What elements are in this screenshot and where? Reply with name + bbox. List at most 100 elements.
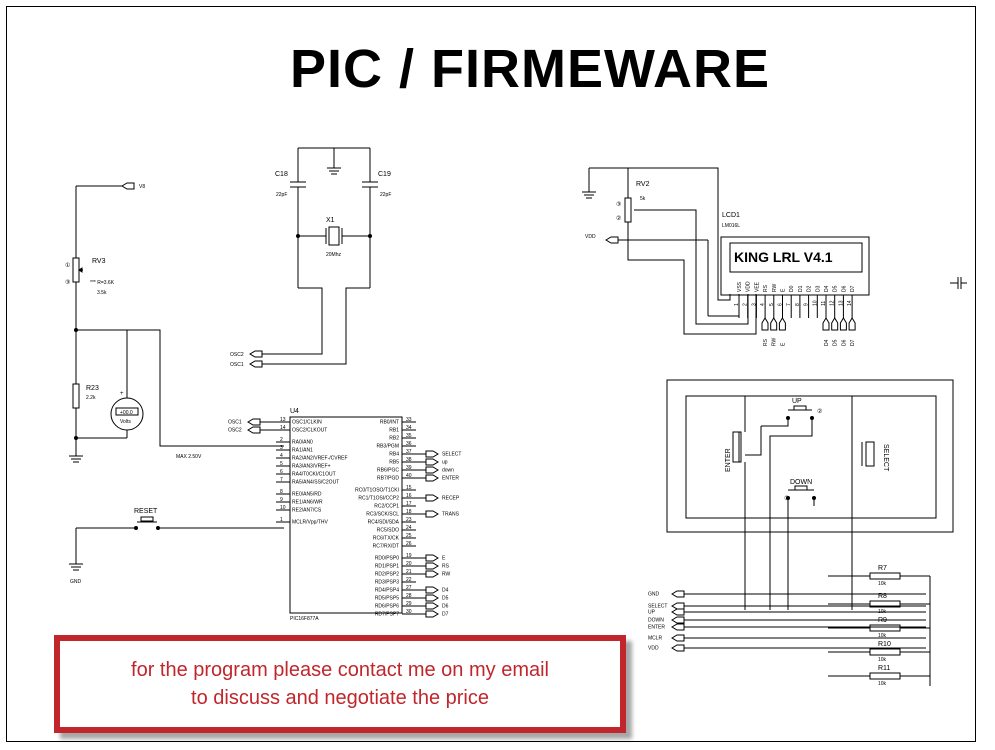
lcd-pin-number: 11 [821, 301, 827, 306]
net-flag [425, 450, 439, 458]
lcd-pin-name: D2 [807, 285, 813, 292]
u4-pin-number: 27 [406, 585, 412, 591]
contact-note: for the program please contact me on my … [54, 635, 626, 733]
u4-pin-number: 8 [280, 489, 283, 495]
lcd-pin-number: 3 [751, 303, 757, 306]
btn-down-label: DOWN [790, 479, 812, 486]
u4-pin-name: RD3/PSP3 [375, 580, 399, 586]
lcd-pin-name: RS [763, 284, 769, 292]
right-net-label: DOWN [648, 618, 664, 624]
u4-pin-number: 28 [406, 593, 412, 599]
contact-note-line2: to discuss and negotiate the price [191, 687, 489, 709]
right-net-label: VDD [648, 646, 659, 652]
lcd-bottom-net: D7 [850, 339, 856, 346]
oscillator-circuit: C18 22pF C19 22pF X1 20Mhz OSC2 OSC1 [230, 147, 391, 368]
u4-right-net: D5 [442, 596, 449, 602]
lcd-bottom-net: D5 [833, 339, 839, 346]
btn-up-label: UP [792, 398, 802, 405]
button-panel: UP DOWN ENTER SELECT ② ② [666, 379, 954, 610]
net-flag [671, 590, 685, 598]
net-flag [247, 418, 261, 426]
u4-pin-number: 7 [280, 477, 283, 483]
u4-pin-name: RD2/PSP2 [375, 572, 399, 578]
svg-text:③: ③ [616, 201, 621, 208]
net-flag [425, 602, 439, 610]
u4-pin-number: 21 [406, 569, 412, 575]
right-net-label: GND [648, 592, 660, 598]
resistor-body [869, 624, 901, 632]
u4-pin-number: 36 [406, 441, 412, 447]
u4-pin-name: RC7/RX/DT [373, 544, 399, 550]
net-flag [425, 562, 439, 570]
lcd-pin-number: 1 [734, 303, 740, 306]
lcd-pin-name: D6 [841, 285, 847, 292]
u4-pin-number: 6 [280, 469, 283, 475]
u4-pin-number: 17 [406, 501, 412, 507]
lcd-pin-number: 4 [760, 303, 766, 306]
u4-pin-number: 22 [406, 577, 412, 583]
lcd-bottom-net: RS [763, 338, 769, 346]
u4-pin-name: RB1 [389, 428, 399, 434]
u4-pin-number: 18 [406, 509, 412, 515]
lcd-part: LM016L [722, 223, 740, 229]
meter-reading: +00.0 [120, 410, 133, 416]
net-flag [671, 616, 685, 624]
u4-pin-name: RA4/T0CKI/C1OUT [292, 472, 336, 478]
svg-text:+: + [120, 391, 124, 397]
reset-label: RESET [134, 508, 158, 515]
u4-right-net: RS [442, 564, 450, 570]
u4-right-net: E [442, 556, 446, 562]
c18-value: 22pF [276, 192, 287, 198]
lcd-pin-name: VSS [737, 281, 743, 292]
net-flag [425, 494, 439, 502]
u4-pin-number: 16 [406, 493, 412, 499]
lcd-pin-number: 9 [804, 303, 810, 306]
osc1-net: OSC1 [230, 362, 244, 368]
right-net-label: ENTER [648, 625, 665, 631]
u4-right-net: SELECT [442, 452, 461, 458]
u4-pin-number: 20 [406, 561, 412, 567]
svg-text:②: ② [817, 408, 822, 415]
net-flag [425, 554, 439, 562]
lcd-pin-name: RW [772, 283, 778, 292]
u4-right-net: RW [442, 572, 451, 578]
resistor-label: R10 [878, 641, 891, 648]
lcd-pin-number: 8 [795, 303, 801, 306]
lcd-pin-name: VDD [746, 281, 752, 292]
u4-pin-name: RD4/PSP4 [375, 588, 399, 594]
resistor-value: 10k [878, 633, 887, 639]
u4-pin-name: RE1/AN6/WR [292, 500, 323, 506]
rv3-label: RV3 [92, 258, 106, 265]
u4-pin-number: 5 [280, 461, 283, 467]
u4-pin-number: 33 [406, 417, 412, 423]
lcd-display-text: KING LRL V4.1 [734, 249, 833, 265]
lcd-pin-number: 5 [769, 303, 775, 306]
u4-pin-name: RA5/AN4/SS/C2OUT [292, 480, 339, 486]
u4-pin-number: 29 [406, 601, 412, 607]
btn-select-label: SELECT [882, 444, 889, 472]
gnd-label: GND [70, 579, 82, 585]
lcd-pin-number: 2 [743, 303, 749, 306]
lcd-pin-number: 6 [778, 303, 784, 306]
x1-label: X1 [326, 217, 335, 224]
c18-label: C18 [275, 171, 288, 178]
u4-pin-number: 4 [280, 453, 283, 459]
r23-label: R23 [86, 385, 99, 392]
net-flag [425, 466, 439, 474]
right-net-label: MCLR [648, 636, 663, 642]
u4-pin-name: OSC1/CLKIN [292, 420, 322, 426]
u4-pin-name: MCLR/Vpp/THV [292, 520, 329, 526]
u4-right-net: D6 [442, 604, 449, 610]
lcd-circuit: KING LRL V4.1 VSS1VDD2VEE3RS4RW5E6D07D18… [582, 167, 870, 346]
net-flag [425, 610, 439, 618]
u4-pin-name: RC6/TX/CK [373, 536, 400, 542]
u4-pin-name: RA2/AN2/VREF-/CVREF [292, 456, 348, 462]
net-flag [671, 623, 685, 631]
u4-label: U4 [290, 408, 299, 415]
u4-right-net: TRANS [442, 512, 460, 518]
u4-pin-number: 23 [406, 517, 412, 523]
capacitor-symbol [950, 277, 967, 289]
u4-pin-number: 9 [280, 497, 283, 503]
lcd-bottom-net: RW [772, 337, 778, 346]
